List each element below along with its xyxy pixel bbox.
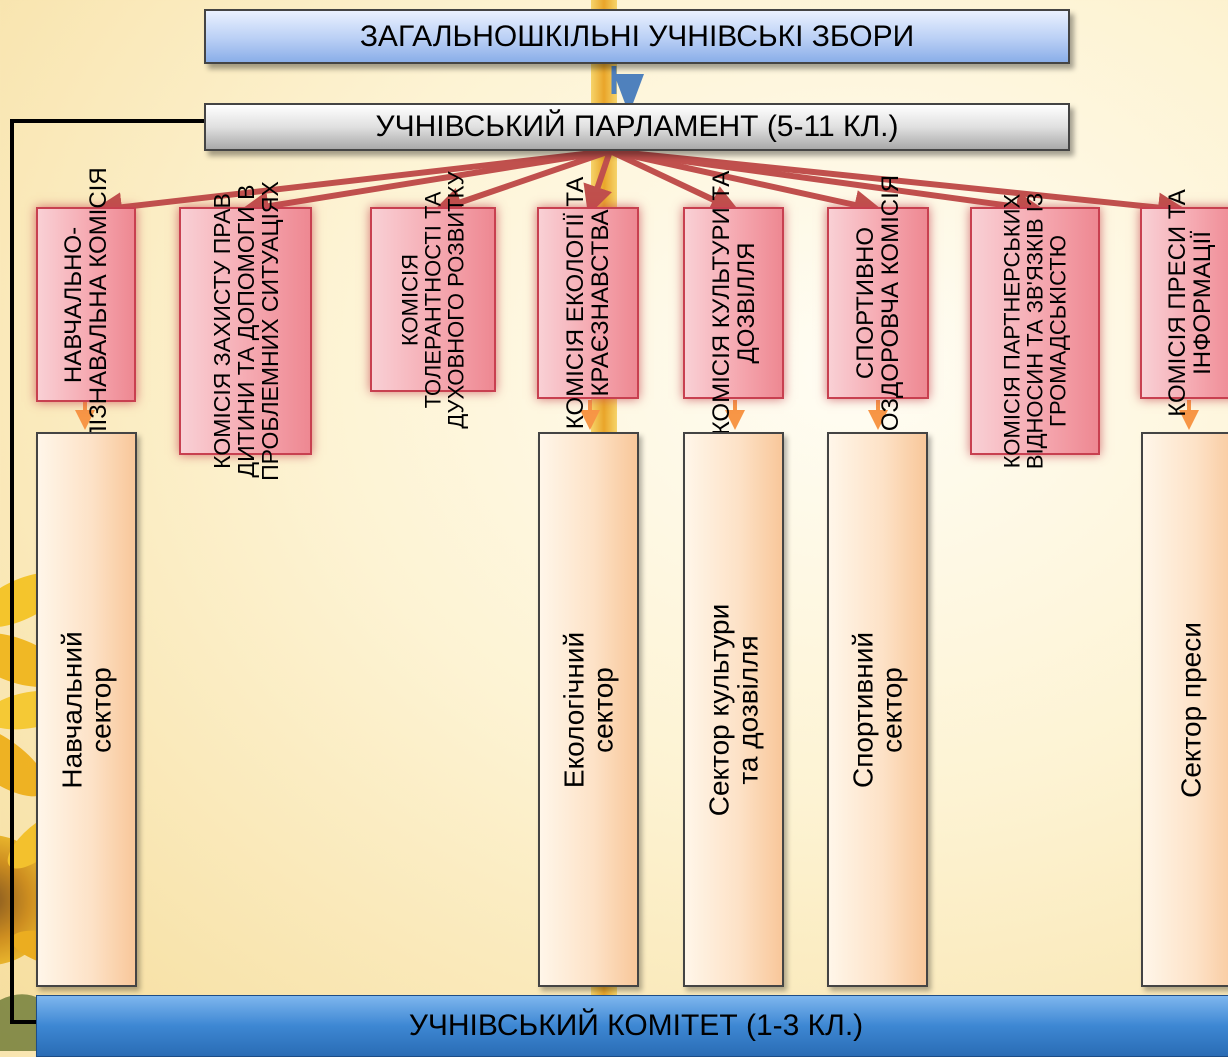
parliament-to-committee-connector bbox=[10, 119, 204, 1024]
arrow-to-commission-4 bbox=[583, 150, 613, 216]
arrow-to-commission-1 bbox=[92, 148, 611, 223]
student-committee-label: УЧНІВСЬКИЙ КОМІТЕТ (1-3 КЛ.) bbox=[408, 1009, 864, 1042]
sector-arrows bbox=[75, 400, 1199, 430]
student-parliament-label: УЧНІВСЬКИЙ ПАРЛАМЕНТ (5-11 КЛ.) bbox=[375, 110, 899, 143]
sector-press: Сектор преси bbox=[1141, 432, 1228, 987]
commission-arrows bbox=[92, 148, 1188, 223]
arrow-to-commission-5 bbox=[608, 148, 741, 214]
sector-press-label: Сектор преси bbox=[1175, 621, 1207, 798]
commission-educational-label: НАВЧАЛЬНО-ПІЗНАВАЛЬНА КОМІСІЯ bbox=[59, 166, 112, 443]
student-committee-box: УЧНІВСЬКИЙ КОМІТЕТ (1-3 КЛ.) bbox=[36, 995, 1228, 1057]
arrow-to-commission-8 bbox=[609, 148, 1188, 223]
commission-educational: НАВЧАЛЬНО-ПІЗНАВАЛЬНА КОМІСІЯ bbox=[36, 167, 136, 442]
arrow-to-commission-2 bbox=[239, 148, 611, 221]
student-parliament-box: УЧНІВСЬКИЙ ПАРЛАМЕНТ (5-11 КЛ.) bbox=[204, 103, 1070, 151]
arrow-to-commission-6 bbox=[609, 148, 884, 220]
general-assembly-box: ЗАГАЛЬНОШКІЛЬНІ УЧНІВСЬКІ ЗБОРИ bbox=[204, 9, 1070, 64]
general-assembly-label: ЗАГАЛЬНОШКІЛЬНІ УЧНІВСЬКІ ЗБОРИ bbox=[359, 19, 915, 53]
arrow-to-commission-3 bbox=[432, 148, 611, 217]
